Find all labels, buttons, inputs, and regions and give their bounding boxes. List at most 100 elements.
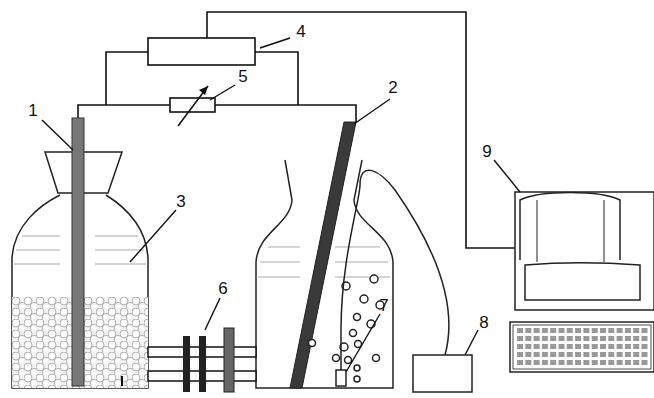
key [550,328,556,333]
key [550,360,556,365]
key [617,328,623,333]
connecting-tube [148,328,256,392]
key [517,344,523,349]
key [575,360,581,365]
callout-number: 3 [176,193,185,210]
key [559,336,565,341]
key [542,360,548,365]
key [617,360,623,365]
key [592,328,598,333]
key [550,336,556,341]
key [608,344,614,349]
key [608,328,614,333]
key [625,328,631,333]
data-logger [148,38,255,65]
key [534,336,540,341]
key [617,352,623,357]
key [583,344,589,349]
key [559,344,565,349]
key [567,360,573,365]
air-bubbles [309,275,385,382]
callout-number: 6 [218,280,227,297]
key [567,336,573,341]
key [575,352,581,357]
key [575,328,581,333]
key [542,336,548,341]
key [642,344,648,349]
anode-bottle [12,118,148,388]
key [534,360,540,365]
key [517,328,523,333]
key [525,344,531,349]
key [600,360,606,365]
key [559,352,565,357]
key [567,328,573,333]
key [583,352,589,357]
key [534,352,540,357]
key [592,336,598,341]
key [583,336,589,341]
key [534,344,540,349]
key [525,336,531,341]
key [525,360,531,365]
key [600,352,606,357]
variable-resistor [170,86,215,126]
computer [510,192,654,372]
key [517,352,523,357]
key [633,328,639,333]
key [642,360,648,365]
key [534,328,540,333]
air-tube [341,170,449,370]
key [575,336,581,341]
key [592,344,598,349]
key [517,336,523,341]
callout-number: 7 [379,297,388,314]
key [633,344,639,349]
key [567,344,573,349]
key [633,336,639,341]
key [517,360,523,365]
cathode-bottle [256,122,449,388]
key [600,344,606,349]
keyboard-keys [517,328,648,365]
callout-number: 5 [238,68,247,85]
key [642,328,648,333]
air-diffuser [336,370,346,386]
cathode-electrode [290,122,356,388]
key [625,344,631,349]
key [550,344,556,349]
key [608,336,614,341]
key [633,360,639,365]
key [617,344,623,349]
key [559,328,565,333]
key [575,344,581,349]
key [542,344,548,349]
key [592,360,598,365]
key [617,336,623,341]
key [642,352,648,357]
key [542,328,548,333]
key [559,360,565,365]
key [625,360,631,365]
key [550,352,556,357]
callout-number: 8 [479,314,488,331]
key [625,336,631,341]
callout-number: 4 [296,23,305,40]
callout-number: 9 [482,143,491,160]
key [608,352,614,357]
key [600,328,606,333]
key [592,352,598,357]
key [583,360,589,365]
key [608,360,614,365]
air-pump [413,355,472,392]
key [542,352,548,357]
callout-number: 2 [388,79,397,96]
leader-lines [42,38,520,372]
key [525,352,531,357]
key [633,352,639,357]
key [567,352,573,357]
key [625,352,631,357]
callout-number: 1 [28,102,37,119]
